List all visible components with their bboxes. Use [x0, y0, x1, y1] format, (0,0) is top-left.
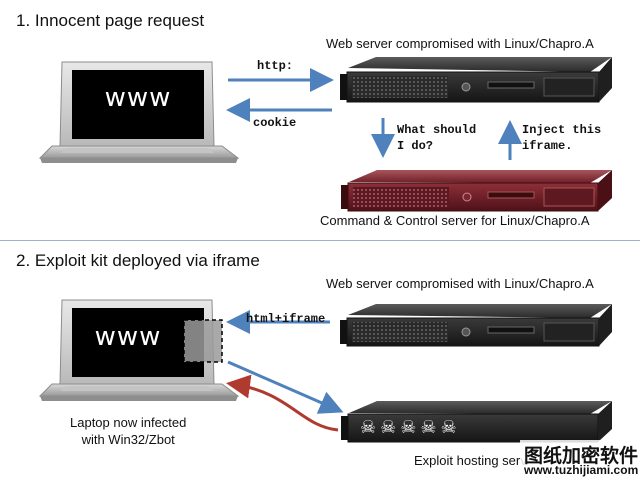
skull-crossbones-icon: ☠ [400, 417, 417, 438]
skull-crossbones-icon: ☠ [420, 417, 437, 438]
cc-server [341, 170, 612, 212]
laptop-1-screen-text: www [104, 83, 172, 113]
web-server-1 [340, 57, 612, 103]
exploit-server [341, 401, 612, 443]
arrow-html-iframe-label: html+iframe [246, 312, 326, 326]
laptop-2-screen-text: www [94, 322, 162, 352]
section-divider [0, 240, 640, 241]
arrow-to-exploit-server [227, 360, 344, 414]
skull-crossbones-icon: ☠ [380, 417, 397, 438]
cc-server-caption: Command & Control server for Linux/Chapr… [320, 213, 590, 228]
arrow-cookie-label: cookie [253, 116, 297, 130]
laptop-2 [38, 299, 240, 401]
skull-crossbones-icon: ☠ [440, 417, 457, 438]
watermark-url: www.tuzhijiami.com [524, 463, 639, 477]
section2-title: 2. Exploit kit deployed via iframe [16, 251, 260, 270]
watermark-backdrop [520, 440, 640, 480]
iframe-box [183, 319, 223, 363]
exploit-server-caption: Exploit hosting serv [414, 453, 527, 468]
skull-row: ☠ ☠ ☠ ☠ ☠ [360, 417, 457, 439]
skull-crossbones-icon: ☠ [360, 417, 377, 438]
section1-title: 1. Innocent page request [16, 11, 205, 30]
arrow-infection-return [226, 374, 339, 432]
arrow-question-label: What should I do? [397, 123, 477, 153]
web-server-1-caption: Web server compromised with Linux/Chapro… [326, 36, 594, 51]
arrow-inject-label: Inject this iframe. [522, 123, 602, 153]
laptop-2-caption: Laptop now infected with Win32/Zbot [70, 415, 187, 447]
web-server-2-caption: Web server compromised with Linux/Chapro… [326, 276, 594, 291]
web-server-2 [340, 304, 612, 347]
arrow-http-label: http: [257, 59, 294, 73]
laptop-1 [38, 61, 240, 163]
watermark-cn: 图纸加密软件 [524, 445, 639, 467]
